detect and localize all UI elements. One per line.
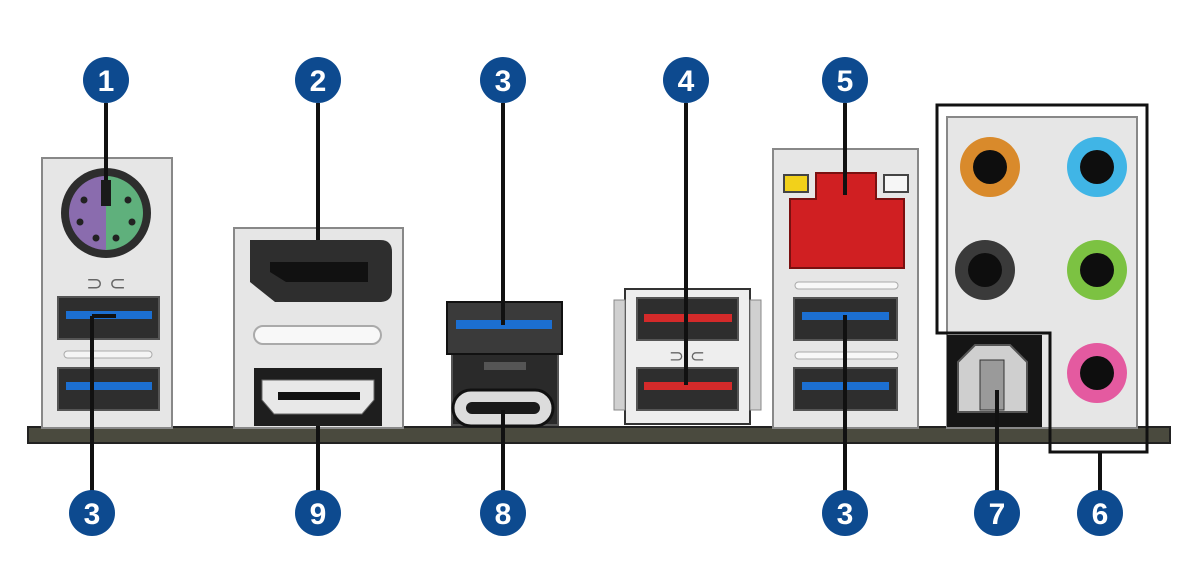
callout-4: 4 <box>663 57 709 103</box>
svg-text:6: 6 <box>1092 498 1109 531</box>
hdmi-port[interactable] <box>254 368 382 426</box>
panel-slot <box>63 350 153 359</box>
audio-jacks[interactable] <box>955 137 1127 403</box>
svg-text:3: 3 <box>84 498 101 531</box>
lan-speed-led <box>883 174 909 193</box>
svg-text:1: 1 <box>98 65 115 98</box>
usb-3-left-bottom[interactable] <box>57 367 160 411</box>
panel-slot <box>794 281 899 290</box>
svg-text:9: 9 <box>310 498 327 531</box>
lan-activity-led <box>783 174 809 193</box>
callout-3-right: 3 <box>822 490 868 536</box>
audio-jack-orange[interactable] <box>960 137 1020 197</box>
svg-text:3: 3 <box>837 498 854 531</box>
callout-9: 9 <box>295 490 341 536</box>
callout-3-left: 3 <box>69 490 115 536</box>
video-module <box>233 227 404 429</box>
usb-symbol-icon: ⊃ ⊂ <box>86 271 126 295</box>
audio-jack-green[interactable] <box>1067 240 1127 300</box>
callout-7: 7 <box>974 490 1020 536</box>
displayport[interactable] <box>250 240 392 302</box>
svg-text:7: 7 <box>989 498 1006 531</box>
ps2-usb-module: ⊃ ⊂ <box>41 157 173 429</box>
callout-5: 5 <box>822 57 868 103</box>
motherboard-edge <box>27 426 1171 444</box>
panel-slot <box>253 325 382 345</box>
audio-jack-blue[interactable] <box>1067 137 1127 197</box>
svg-text:3: 3 <box>495 65 512 98</box>
audio-jack-pink[interactable] <box>1067 343 1127 403</box>
audio-group-bracket <box>935 103 1149 454</box>
lan-rj45-port[interactable] <box>789 172 905 269</box>
callout-8: 8 <box>480 490 526 536</box>
audio-jack-black[interactable] <box>955 240 1015 300</box>
audio-module <box>935 103 1149 454</box>
optical-spdif-out[interactable] <box>947 335 1042 427</box>
callout-1: 1 <box>83 57 129 103</box>
svg-text:8: 8 <box>495 498 512 531</box>
callout-2: 2 <box>295 57 341 103</box>
ps2-combo-port[interactable] <box>61 168 151 258</box>
callout-6: 6 <box>1077 490 1123 536</box>
svg-text:2: 2 <box>310 65 327 98</box>
usb-type-c-port[interactable] <box>451 388 555 428</box>
svg-text:5: 5 <box>837 65 854 98</box>
callout-3-top: 3 <box>480 57 526 103</box>
svg-text:4: 4 <box>678 65 695 98</box>
leader-lines <box>90 103 1102 492</box>
